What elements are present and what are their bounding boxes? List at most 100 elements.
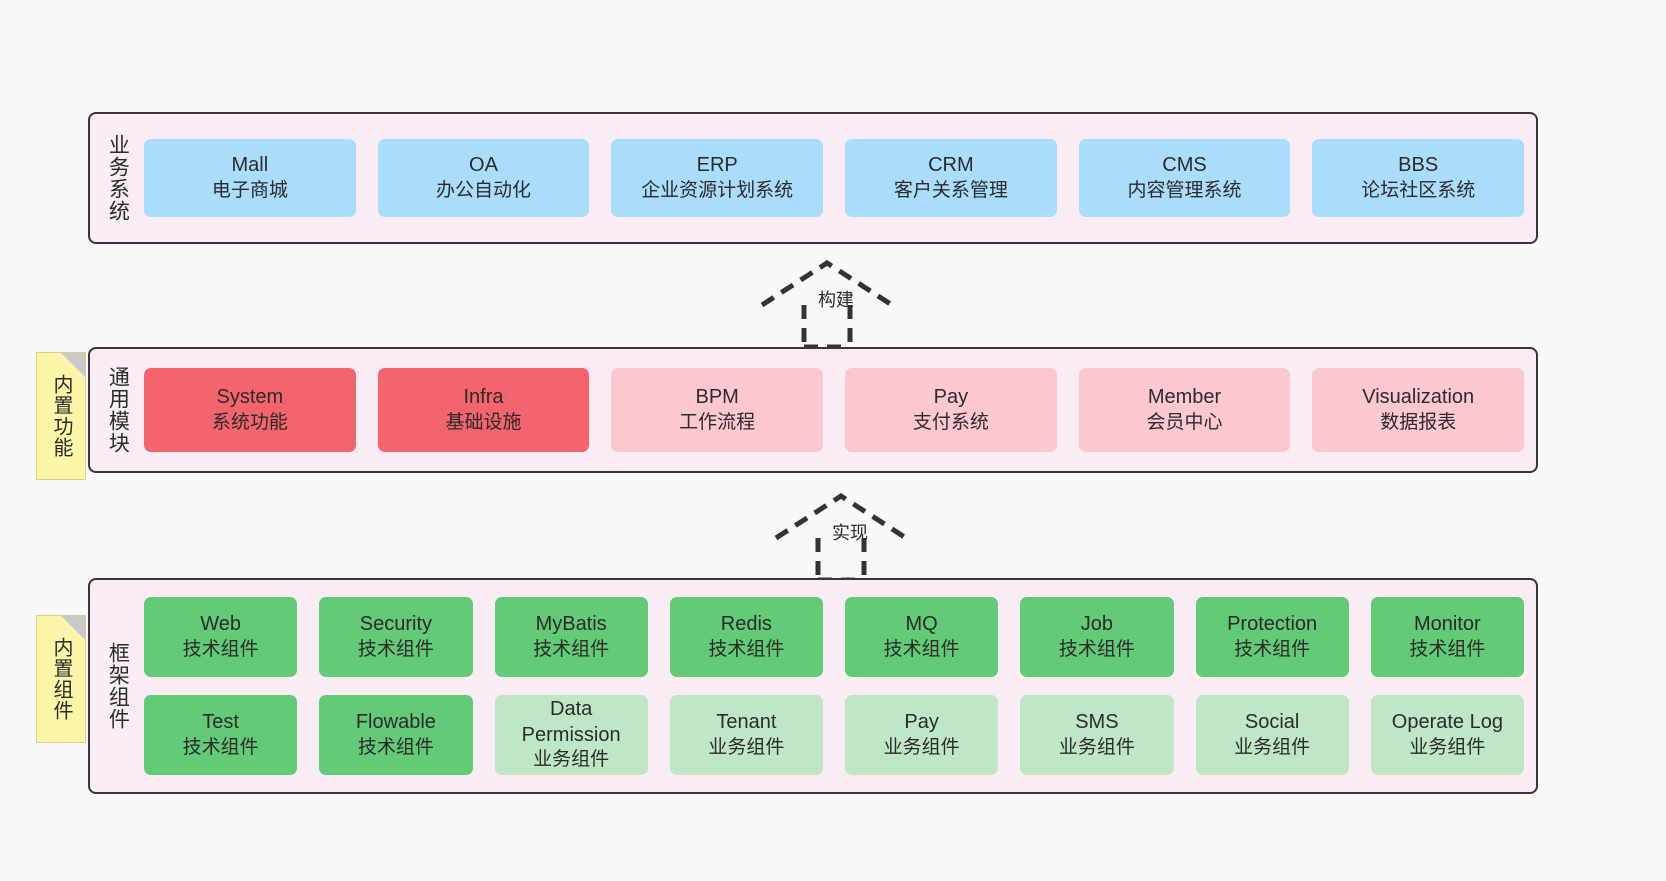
note-fold-icon	[61, 616, 85, 640]
connector-build-label: 构建	[818, 290, 854, 310]
node-data-permission-en: Data Permission	[521, 698, 621, 746]
node-mybatis-cn: 技术组件	[533, 638, 610, 660]
node-mybatis-en: MyBatis	[535, 613, 607, 636]
node-mq-cn: 技术组件	[883, 638, 960, 660]
node-system-en: System	[216, 386, 284, 409]
layer-common-body: System 系统功能 Infra 基础设施 BPM 工作流程 Pay 支付系统…	[140, 349, 1536, 471]
note-builtin-components-label: 内置组件	[50, 637, 72, 721]
node-job-en: Job	[1080, 613, 1113, 636]
node-monitor-en: Monitor	[1414, 613, 1481, 636]
node-crm[interactable]: CRM 客户关系管理	[845, 139, 1057, 217]
node-redis[interactable]: Redis 技术组件	[669, 597, 823, 677]
node-security[interactable]: Security 技术组件	[319, 597, 473, 677]
node-system[interactable]: System 系统功能	[144, 368, 356, 452]
node-social-en: Social	[1244, 711, 1300, 734]
node-test[interactable]: Test 技术组件	[144, 695, 298, 775]
node-web-cn: 技术组件	[182, 638, 259, 660]
layer-business-title: 业务系统	[106, 134, 130, 222]
framework-row-business: Test 技术组件 Flowable 技术组件 Data Permission …	[144, 695, 1524, 775]
node-infra[interactable]: Infra 基础设施	[377, 368, 590, 452]
connector-implement-label: 实现	[832, 523, 868, 543]
node-cms[interactable]: CMS 内容管理系统	[1078, 139, 1291, 217]
node-visualization[interactable]: Visualization 数据报表	[1312, 368, 1525, 452]
node-tenant[interactable]: Tenant 业务组件	[669, 695, 823, 775]
layer-common-modules: 通用模块 System 系统功能 Infra 基础设施 BPM 工作流程 Pay…	[88, 347, 1538, 473]
connector-build: 构建	[752, 255, 912, 350]
layer-common-title: 通用模块	[106, 366, 130, 454]
node-job[interactable]: Job 技术组件	[1020, 597, 1174, 677]
node-erp[interactable]: ERP 企业资源计划系统	[611, 139, 824, 217]
layer-framework-body: Web 技术组件 Security 技术组件 MyBatis 技术组件 Redi…	[140, 580, 1536, 792]
node-web[interactable]: Web 技术组件	[144, 597, 298, 677]
node-security-en: Security	[359, 613, 432, 636]
note-fold-icon	[61, 353, 85, 377]
node-pay-module[interactable]: Pay 支付系统	[845, 368, 1057, 452]
node-sms-en: SMS	[1075, 711, 1119, 734]
node-web-en: Web	[200, 613, 241, 636]
node-protection-en: Protection	[1227, 613, 1318, 636]
node-tenant-en: Tenant	[716, 711, 777, 734]
node-infra-en: Infra	[463, 386, 504, 409]
node-mall[interactable]: Mall 电子商城	[144, 139, 356, 217]
node-flowable-cn: 技术组件	[357, 736, 434, 758]
node-bbs[interactable]: BBS 论坛社区系统	[1312, 139, 1525, 217]
node-test-cn: 技术组件	[182, 736, 259, 758]
node-data-permission-cn: 业务组件	[533, 749, 610, 771]
layer-business-systems: 业务系统 Mall 电子商城 OA 办公自动化 ERP 企业资源计划系统 CRM…	[88, 112, 1538, 244]
node-oa-en: OA	[469, 154, 498, 177]
node-crm-cn: 客户关系管理	[893, 179, 1008, 201]
node-test-en: Test	[202, 711, 239, 734]
node-sms[interactable]: SMS 业务组件	[1020, 695, 1174, 775]
node-job-cn: 技术组件	[1058, 638, 1135, 660]
node-mq[interactable]: MQ 技术组件	[845, 597, 999, 677]
node-social[interactable]: Social 业务组件	[1195, 695, 1349, 775]
business-row: Mall 电子商城 OA 办公自动化 ERP 企业资源计划系统 CRM 客户关系…	[144, 139, 1525, 217]
node-mq-en: MQ	[905, 613, 938, 636]
node-redis-cn: 技术组件	[708, 638, 785, 660]
node-cms-cn: 内容管理系统	[1127, 179, 1242, 201]
connector-implement: 实现	[766, 488, 926, 583]
node-pay-component-cn: 业务组件	[883, 736, 960, 758]
node-system-cn: 系统功能	[211, 411, 288, 433]
note-builtin-components: 内置组件	[36, 615, 86, 743]
node-operate-log-cn: 业务组件	[1409, 736, 1486, 758]
node-monitor[interactable]: Monitor 技术组件	[1370, 597, 1524, 677]
note-builtin-features-label: 内置功能	[50, 374, 72, 458]
node-oa[interactable]: OA 办公自动化	[377, 139, 590, 217]
node-infra-cn: 基础设施	[445, 411, 522, 433]
node-flowable[interactable]: Flowable 技术组件	[319, 695, 473, 775]
node-protection[interactable]: Protection 技术组件	[1195, 597, 1349, 677]
node-data-permission[interactable]: Data Permission 业务组件	[494, 695, 648, 775]
node-pay-module-cn: 支付系统	[912, 411, 989, 433]
node-redis-en: Redis	[720, 613, 772, 636]
node-operate-log-en: Operate Log	[1391, 711, 1503, 734]
node-oa-cn: 办公自动化	[436, 179, 532, 201]
node-flowable-en: Flowable	[355, 711, 436, 734]
node-visualization-cn: 数据报表	[1380, 411, 1457, 433]
node-mybatis[interactable]: MyBatis 技术组件	[494, 597, 648, 677]
layer-business-body: Mall 电子商城 OA 办公自动化 ERP 企业资源计划系统 CRM 客户关系…	[140, 114, 1536, 242]
common-row: System 系统功能 Infra 基础设施 BPM 工作流程 Pay 支付系统…	[144, 368, 1525, 452]
node-tenant-cn: 业务组件	[708, 736, 785, 758]
node-mall-cn: 电子商城	[211, 179, 288, 201]
framework-row-tech: Web 技术组件 Security 技术组件 MyBatis 技术组件 Redi…	[144, 597, 1524, 677]
node-erp-en: ERP	[696, 154, 738, 177]
node-member[interactable]: Member 会员中心	[1078, 368, 1291, 452]
node-member-cn: 会员中心	[1146, 411, 1223, 433]
node-bpm[interactable]: BPM 工作流程	[611, 368, 824, 452]
node-visualization-en: Visualization	[1362, 386, 1475, 409]
node-protection-cn: 技术组件	[1234, 638, 1311, 660]
node-bpm-en: BPM	[695, 386, 739, 409]
node-pay-component-en: Pay	[904, 711, 939, 734]
node-bbs-cn: 论坛社区系统	[1361, 179, 1476, 201]
layer-framework-title: 框架组件	[106, 642, 130, 730]
layer-framework-components: 框架组件 Web 技术组件 Security 技术组件 MyBatis 技术组件…	[88, 578, 1538, 794]
node-pay-component[interactable]: Pay 业务组件	[845, 695, 999, 775]
node-security-cn: 技术组件	[357, 638, 434, 660]
node-operate-log[interactable]: Operate Log 业务组件	[1370, 695, 1524, 775]
node-pay-module-en: Pay	[933, 386, 969, 409]
node-mall-en: Mall	[231, 154, 269, 177]
note-builtin-features: 内置功能	[36, 352, 86, 480]
node-bpm-cn: 工作流程	[679, 411, 756, 433]
